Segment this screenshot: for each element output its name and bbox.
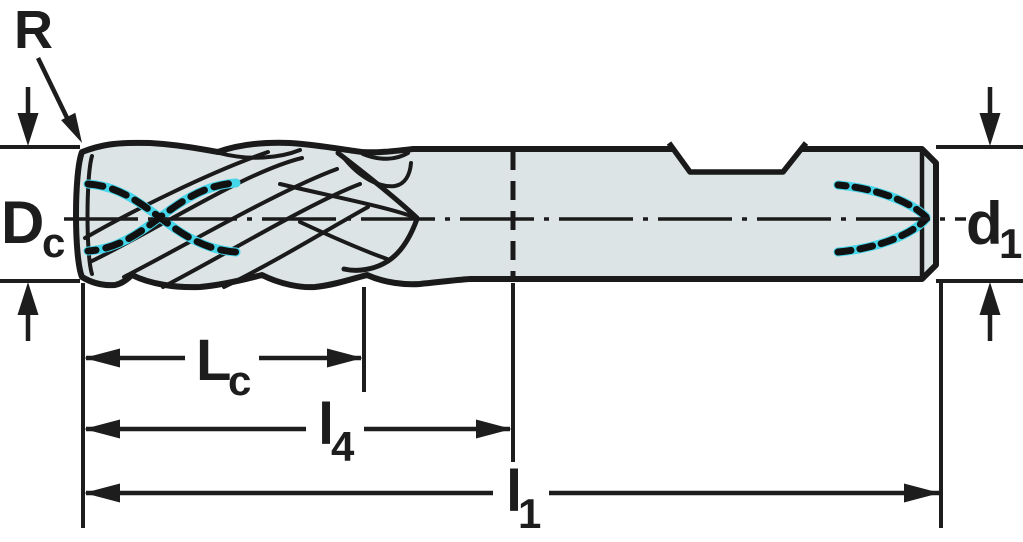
l4-label-box <box>306 392 364 460</box>
d1-top-arrow-icon <box>979 113 1001 146</box>
d1-bottom-arrow-icon <box>979 282 1001 315</box>
lc-left-arrow-icon <box>84 348 120 368</box>
shank-diameter-label-group: d 1 <box>966 190 1022 267</box>
flute-helix-lines <box>83 148 420 289</box>
l1-right-arrow-icon <box>904 483 940 503</box>
lc-right-arrow-icon <box>327 348 363 368</box>
flute-edge-line <box>278 182 418 220</box>
extension-lines <box>81 283 943 528</box>
overall-length-dimension: l 1 <box>84 459 940 537</box>
l4-label: l <box>318 392 334 457</box>
flute-land-line <box>361 151 410 161</box>
flute-line <box>222 205 370 289</box>
shank-diameter-subscript: 1 <box>999 220 1022 267</box>
flute-line <box>83 150 270 240</box>
l4-label-subscript: 4 <box>331 423 355 470</box>
cutting-diameter-label-group: D c <box>1 189 65 266</box>
shank-diameter-label: d <box>966 190 1003 257</box>
highlight-curve-dash <box>834 181 930 221</box>
flute-edge-line <box>298 220 389 261</box>
cutting-diameter-label: D <box>1 189 44 256</box>
corner-radius-highlight-right <box>833 180 931 257</box>
radius-leader <box>35 57 82 143</box>
l4-right-arrow-icon <box>476 419 512 439</box>
weldon-flat <box>666 141 809 175</box>
l1-label-subscript: 1 <box>518 490 541 537</box>
dc-top-arrow-icon <box>17 113 39 146</box>
l1-left-arrow-icon <box>84 483 120 503</box>
dc-bottom-arrow-icon <box>17 282 39 315</box>
diameter-reference-lines <box>0 145 1023 283</box>
lc-label-box <box>185 333 259 393</box>
flute-land-line <box>217 148 302 160</box>
l4-left-arrow-icon <box>84 419 120 439</box>
lc-label-subscript: c <box>228 357 251 404</box>
usable-length-dimension: l 4 <box>84 392 512 470</box>
lc-label: L <box>196 328 231 393</box>
radius-leader-line <box>35 57 73 125</box>
radius-arrow-icon <box>61 112 82 143</box>
highlight-curve-dash <box>834 215 930 256</box>
radius-label: R <box>14 0 53 60</box>
flute-runout-lower <box>341 216 420 273</box>
l1-label: l <box>506 459 522 524</box>
flute-length-dimension: L c <box>84 328 363 404</box>
highlight-curve-dash <box>84 179 240 255</box>
l1-label-box <box>493 468 549 534</box>
corner-radius-highlight-left <box>83 178 241 257</box>
gash-curve <box>342 156 413 189</box>
cutting-diameter-arrows <box>17 87 39 341</box>
cutting-diameter-subscript: c <box>42 219 65 266</box>
tip-face-line <box>85 154 94 276</box>
flute-line <box>161 182 362 289</box>
shank-diameter-arrows <box>979 87 1001 341</box>
